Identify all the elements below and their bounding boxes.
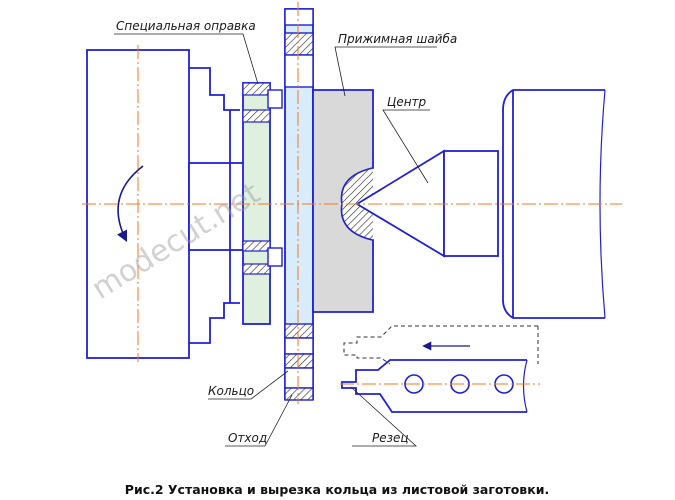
cutter-retracted: [343, 325, 539, 365]
cutter-tool: [340, 359, 540, 413]
label-ring: Кольцо: [208, 384, 254, 398]
axis-lines: [82, 2, 622, 404]
label-center: Центр: [387, 95, 427, 109]
leader-lines: [114, 33, 437, 447]
figure-caption: Рис.2 Установка и вырезка кольца из лист…: [125, 482, 549, 497]
label-special-mandrel: Специальная оправка: [116, 19, 256, 33]
label-scrap: Отход: [228, 431, 267, 445]
rotation-arrow: [116, 165, 144, 243]
label-clamp-washer: Прижимная шайба: [338, 32, 457, 46]
label-cutter: Резец: [372, 431, 409, 445]
